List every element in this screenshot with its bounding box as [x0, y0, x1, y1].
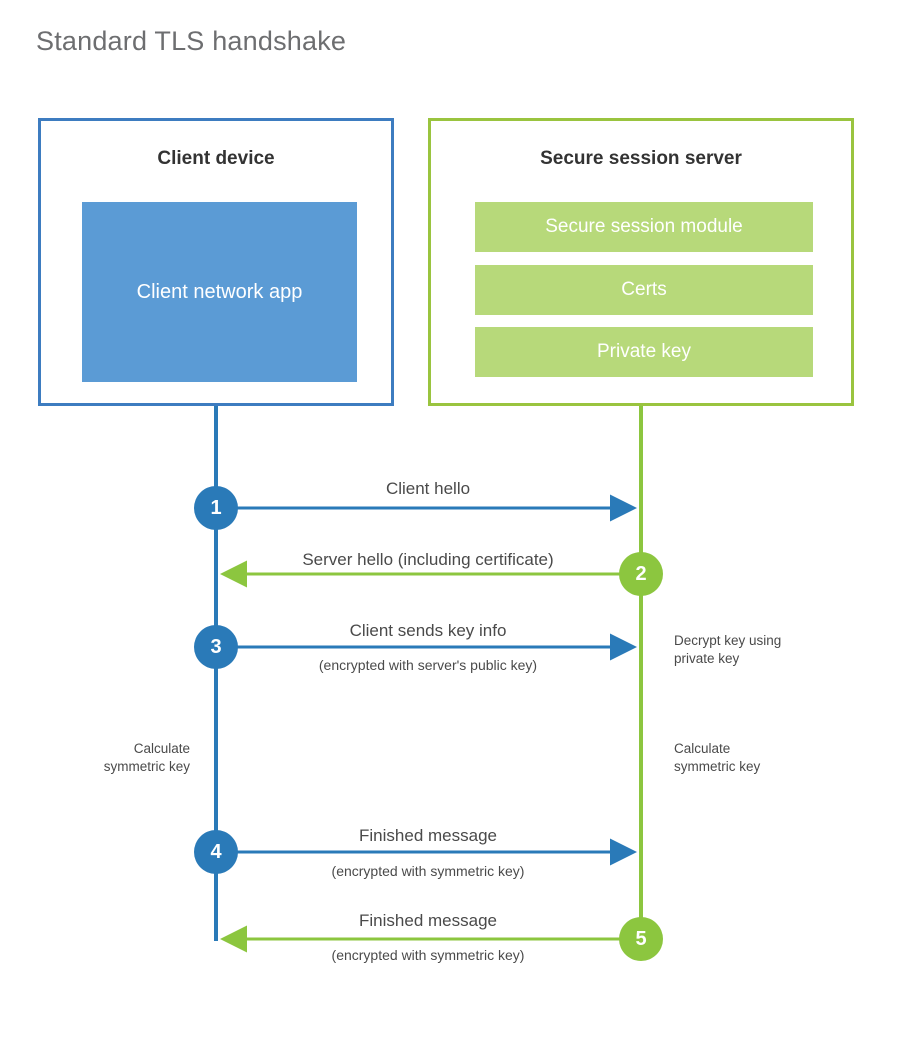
- annotation-server-calc-line2: symmetric key: [674, 759, 761, 775]
- client-device-box: Client device Client network app: [38, 118, 394, 406]
- annotation-client-calc-line1: Calculate: [133, 741, 190, 756]
- client-network-app-block: Client network app: [82, 202, 357, 382]
- message-label-5: Finished message: [359, 911, 497, 930]
- message-label-4: Finished message: [359, 826, 497, 845]
- page-title: Standard TLS handshake: [36, 26, 347, 56]
- annotation-decrypt-key-line2: private key: [674, 651, 740, 667]
- annotation-client-calculate-symmetric-key: Calculate symmetric key: [30, 740, 190, 776]
- step-marker-3[interactable]: 3: [194, 625, 238, 669]
- message-sublabel-3: (encrypted with server's public key): [318, 657, 538, 673]
- annotation-server-calc-line1: Calculate: [674, 741, 731, 756]
- secure-session-server-title: Secure session server: [540, 148, 742, 169]
- message-label-3: Client sends key info: [349, 621, 507, 640]
- message-sublabel-4: (encrypted with symmetric key): [331, 863, 525, 879]
- annotation-decrypt-key-line1: Decrypt key using: [674, 633, 782, 648]
- step-marker-2[interactable]: 2: [619, 552, 663, 596]
- server-module-secure-session: Secure session module: [475, 202, 813, 252]
- message-label-2: Server hello (including certificate): [302, 550, 554, 569]
- step-marker-5[interactable]: 5: [619, 917, 663, 961]
- server-module-certs: Certs: [475, 265, 813, 315]
- server-module-private-key: Private key: [475, 327, 813, 377]
- step-marker-4[interactable]: 4: [194, 830, 238, 874]
- step-marker-1[interactable]: 1: [194, 486, 238, 530]
- message-label-1: Client hello: [385, 479, 471, 498]
- message-sublabel-5: (encrypted with symmetric key): [331, 947, 525, 963]
- secure-session-server-box: Secure session server Secure session mod…: [428, 118, 854, 406]
- annotation-server-calculate-symmetric-key: Calculate symmetric key: [674, 740, 760, 776]
- annotation-client-calc-line2: symmetric key: [103, 759, 190, 775]
- annotation-decrypt-key: Decrypt key using private key: [674, 632, 781, 668]
- client-device-title: Client device: [157, 148, 275, 169]
